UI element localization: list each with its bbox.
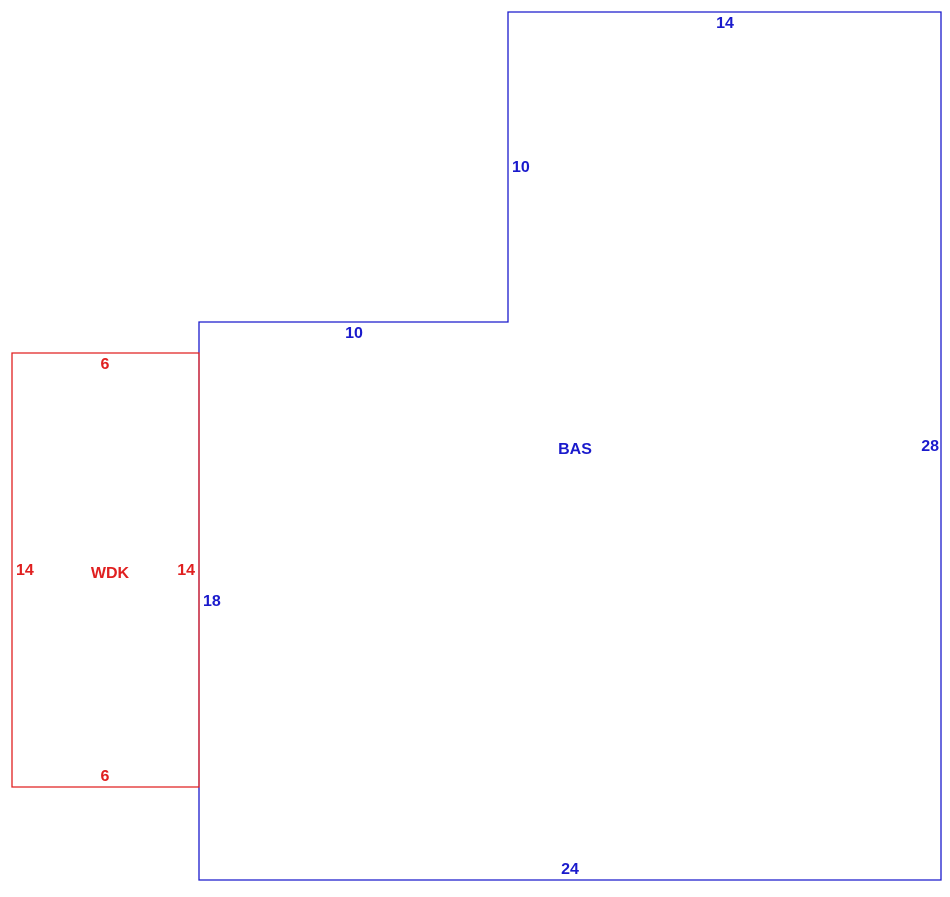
- wdk-dim-left: 14: [16, 562, 34, 579]
- bas-labels: 14 10 10 BAS 28 18 24: [203, 15, 939, 878]
- bas-dim-upper-left: 10: [512, 159, 530, 176]
- wdk-dim-bottom: 6: [101, 768, 110, 785]
- wdk-labels: 6 14 WDK 14 6: [16, 356, 195, 785]
- wdk-dim-right: 14: [177, 562, 195, 579]
- bas-code-label: BAS: [558, 441, 592, 458]
- bas-dim-step: 10: [345, 325, 363, 342]
- bas-dim-right: 28: [921, 438, 939, 455]
- bas-outline: [198, 11, 942, 881]
- bas-dim-left: 18: [203, 593, 221, 610]
- wdk-dim-top: 6: [101, 356, 110, 373]
- bas-dim-top: 14: [716, 15, 734, 32]
- wdk-outline: [11, 352, 200, 788]
- bas-dim-bottom: 24: [561, 861, 579, 878]
- wdk-code-label: WDK: [91, 565, 130, 582]
